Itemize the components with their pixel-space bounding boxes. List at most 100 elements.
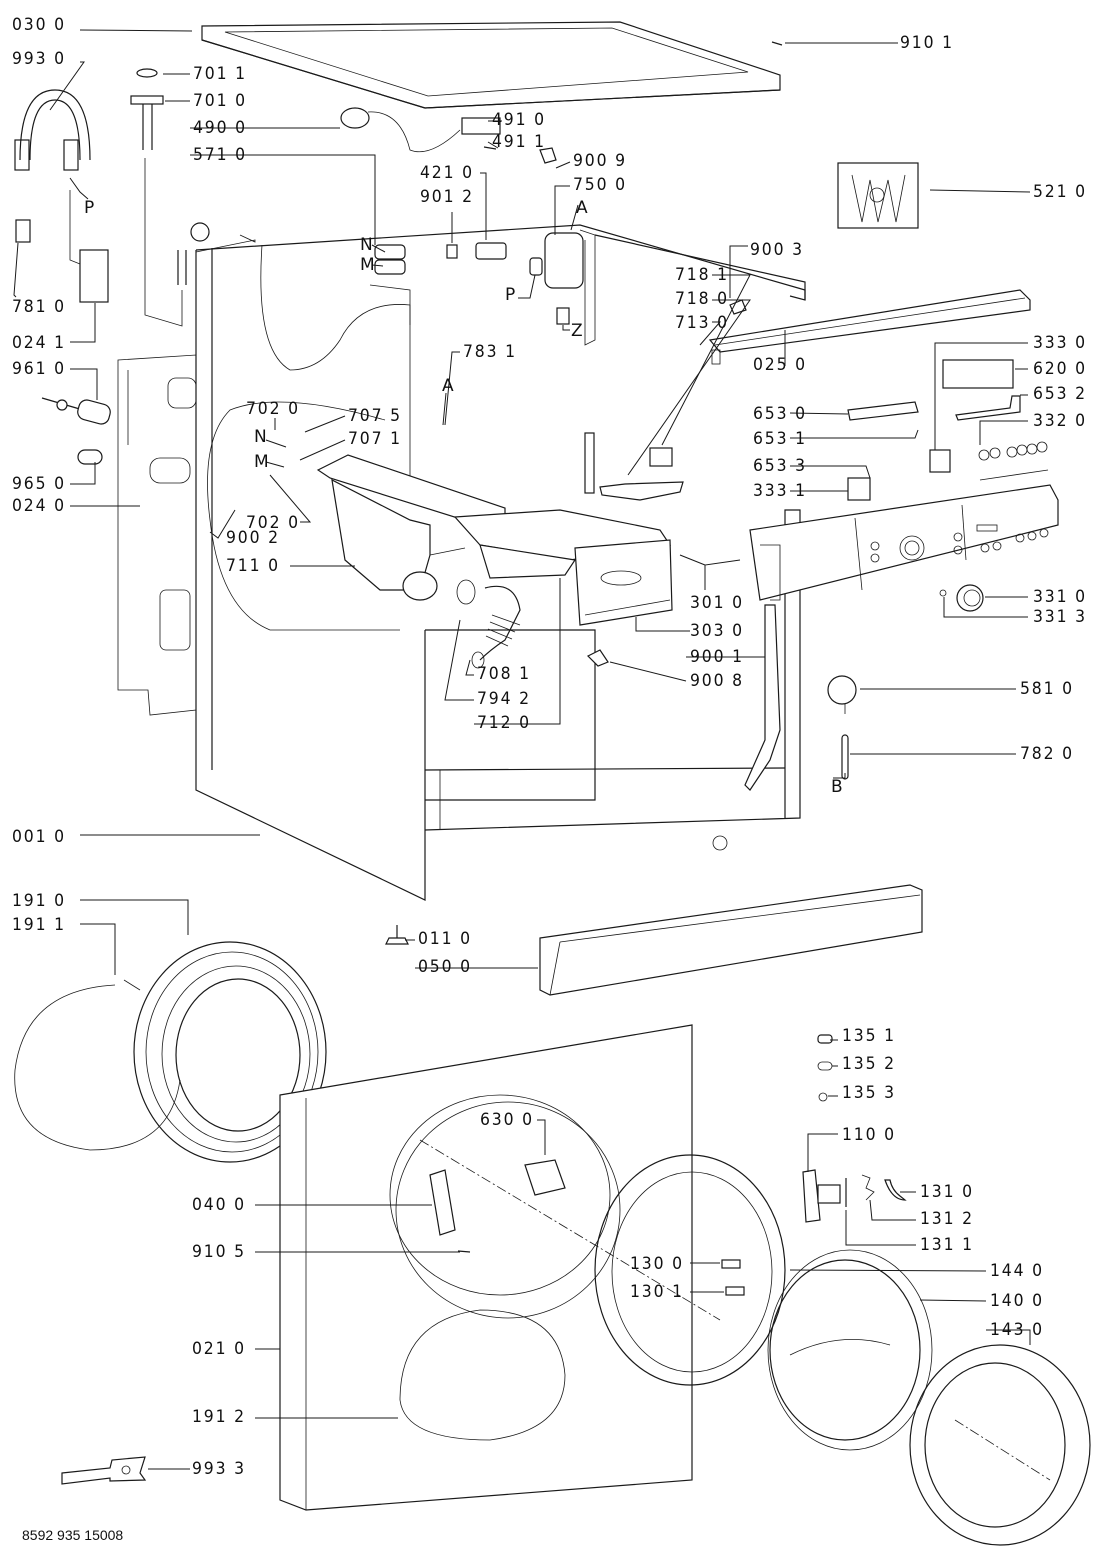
part-label-pressure-chamber: 750 0 [573, 175, 627, 195]
part-label-dispenser-housing: 711 0 [226, 556, 280, 576]
part-label-capacitor: 421 0 [420, 163, 474, 183]
switch-drawing [847, 477, 871, 501]
part-label-gasket-spring-clamp: 191 2 [192, 1407, 246, 1427]
push-buttons-drawing [978, 441, 1049, 481]
dispenser-housing-drawing [316, 454, 506, 601]
part-label-nozzle: 707 5 [348, 406, 402, 426]
leader-filter-screw [487, 141, 499, 149]
leader-dispenser-insert [661, 274, 751, 446]
leader-valve-connector-m [269, 474, 312, 523]
part-label-rear-panel: 024 0 [12, 496, 66, 516]
leader-letter-a [570, 204, 579, 231]
reference-letter-b: B [831, 777, 843, 797]
part-label-cabinet: 001 0 [12, 827, 66, 847]
control-panel-drawing [749, 484, 1059, 601]
leader-plastic-clip [729, 245, 748, 298]
part-label-bushing: 965 0 [12, 474, 66, 494]
reference-letter-a: A [576, 198, 588, 218]
leader-letter-a [442, 392, 447, 426]
filter-screw-drawing [483, 146, 497, 150]
leader-door-gasket [80, 899, 189, 935]
door-handle-drawing [802, 1169, 907, 1223]
pressure-chamber-drawing [529, 147, 584, 325]
knob-drawing [939, 584, 984, 612]
part-label-dispenser-hose: 708 1 [477, 664, 531, 684]
electronic-board-drawing [942, 359, 1014, 389]
door-hinge-drawing [429, 1169, 456, 1236]
part-label-interference-filter: 491 0 [492, 110, 546, 130]
part-label-light-guide: 653 1 [753, 429, 807, 449]
clip-drawing [446, 244, 458, 259]
tube-drawing [841, 734, 849, 780]
top-screw-drawing [771, 41, 783, 46]
part-label-control-panel: 301 0 [690, 593, 744, 613]
led-bracket-drawing [847, 401, 919, 421]
part-label-washer: 135 3 [842, 1083, 896, 1103]
part-label-inlet-hose: 701 0 [193, 91, 247, 111]
part-label-led-guide: 653 2 [1033, 384, 1087, 404]
leader-dispenser-hose [465, 659, 474, 676]
leader-door-handle [807, 1133, 838, 1172]
part-label-handle-pin: 131 1 [920, 1235, 974, 1255]
part-label-front-crossbar: 025 0 [753, 355, 807, 375]
hinge-spring-drawing [817, 1061, 833, 1071]
bellows-hose-drawing [456, 579, 521, 669]
hinge-pin-drawing [817, 1034, 833, 1044]
leader-door-outer-frame [986, 1329, 1031, 1345]
part-label-door-glass: 140 0 [990, 1291, 1044, 1311]
part-label-nozzle-plug: 707 1 [348, 429, 402, 449]
reference-letter-p: P [84, 198, 95, 218]
part-label-hose-clamps: 900 2 [226, 528, 280, 548]
part-label-door-gasket: 191 0 [12, 891, 66, 911]
part-label-hose-clamp: 794 2 [477, 689, 531, 709]
plastic-clip-drawing [729, 299, 747, 315]
part-label-siphon: 713 0 [675, 313, 729, 333]
part-label-shock-absorber: 961 0 [12, 359, 66, 379]
rear-panel-drawing [117, 354, 197, 716]
part-label-power-cord: 490 0 [193, 118, 247, 138]
part-label-door-inner-frame: 144 0 [990, 1261, 1044, 1281]
door-lock-drawing [524, 1159, 566, 1196]
door-outer-frame-drawing [909, 1344, 1091, 1546]
leader-cable-clip [609, 661, 687, 682]
leader-drain-hose-end [13, 242, 19, 298]
leader-door-inner-frame [789, 1269, 987, 1272]
part-label-door-handle: 110 0 [842, 1125, 896, 1145]
water-valve-drawing [374, 244, 406, 275]
part-label-tube: 782 0 [1020, 744, 1074, 764]
leader-programmer-module [929, 189, 1031, 193]
part-label-hinge-screw: 910 5 [192, 1242, 246, 1262]
reference-letter-a: A [442, 376, 454, 396]
part-label-push-buttons: 332 0 [1033, 411, 1087, 431]
part-label-drawer-tray: 712 0 [477, 713, 531, 733]
hinge-screw-drawing [457, 1250, 471, 1253]
part-label-handle-lever: 131 0 [920, 1182, 974, 1202]
leader-capacitor [480, 172, 487, 240]
part-label-valve-connector-m: 702 0 [246, 513, 300, 533]
part-label-wiring-clip-strip: 900 1 [690, 647, 744, 667]
reference-letter-n: N [254, 427, 267, 447]
part-label-front-panel: 021 0 [192, 1339, 246, 1359]
leader-door-lock [537, 1119, 546, 1155]
part-label-gasket-spring: 191 1 [12, 915, 66, 935]
part-label-filter-screw: 491 1 [492, 132, 546, 152]
cutaway-outline [207, 401, 400, 631]
leader-gasket-spring [80, 923, 116, 975]
crossbar-drawing [708, 289, 1031, 365]
drawer-drawing [453, 509, 673, 626]
leader-letter-p [69, 177, 89, 200]
washer-drawing [818, 1092, 828, 1102]
part-label-pressure-switch: 581 0 [1020, 679, 1074, 699]
cable-clip-drawing [586, 649, 609, 667]
part-label-handle-spring: 131 2 [920, 1209, 974, 1229]
drain-hose-drawing [14, 89, 109, 303]
leader-top-cover [79, 29, 193, 32]
front-panel-drawing [279, 1024, 721, 1511]
leader-dispenser-drawer [635, 617, 690, 632]
foot-drawing [385, 925, 409, 945]
leader-softener-compartment [627, 299, 751, 476]
leader-control-panel [679, 554, 741, 590]
leader-pressure-chamber [554, 185, 570, 235]
part-label-softener-compartment: 718 0 [675, 289, 729, 309]
